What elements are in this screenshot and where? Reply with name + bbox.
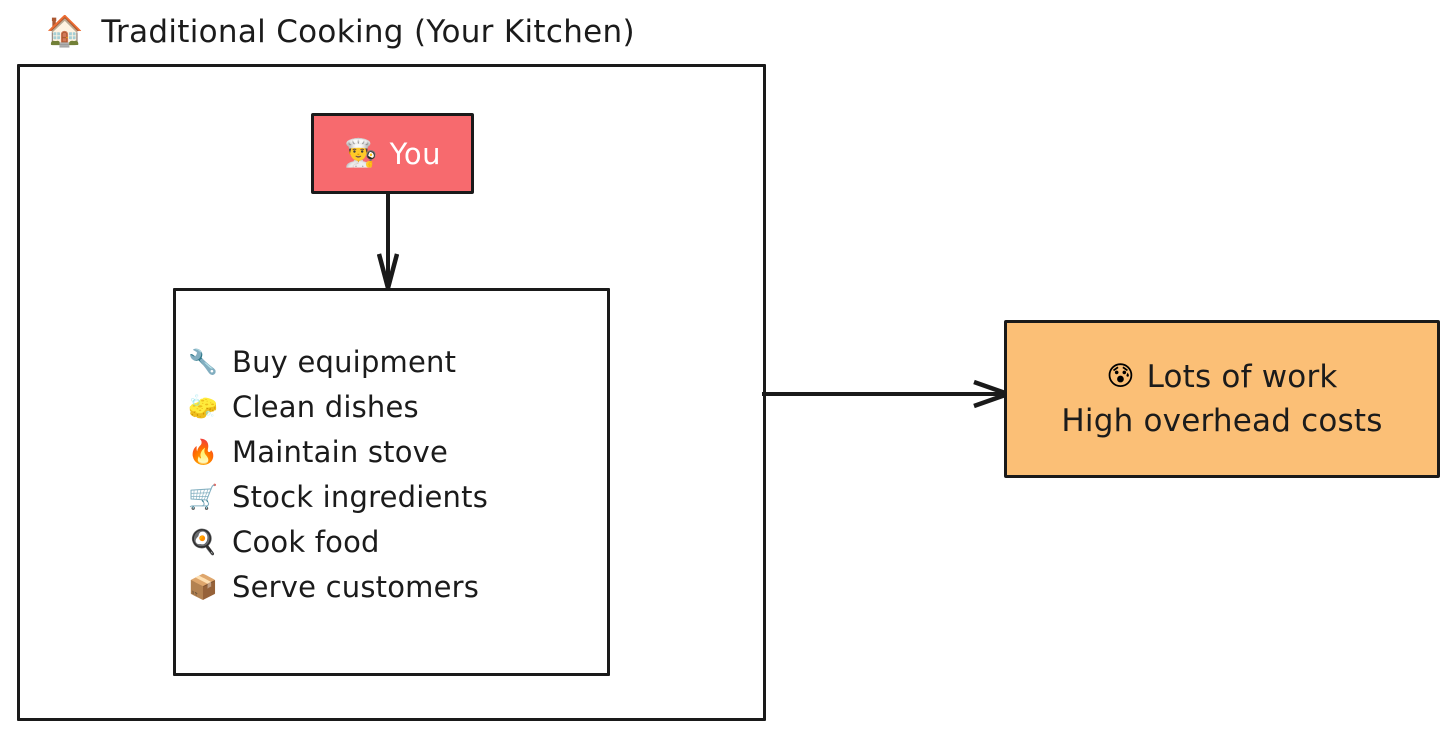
- anxious-face-with-sweat-icon: 😰: [1106, 361, 1135, 393]
- task-label: Stock ingredients: [232, 479, 489, 514]
- task-row: 📦 Serve customers: [188, 564, 601, 609]
- task-row: 🧽 Clean dishes: [188, 384, 601, 429]
- task-label: Cook food: [232, 524, 380, 559]
- task-row: 🍳 Cook food: [188, 519, 601, 564]
- task-row: 🔧 Buy equipment: [188, 339, 601, 384]
- task-row: 🛒 Stock ingredients: [188, 474, 601, 519]
- cooking-pan-icon: 🍳: [188, 527, 218, 556]
- tasks-box: 🔧 Buy equipment 🧽 Clean dishes 🔥 Maintai…: [173, 288, 610, 676]
- chef-icon: 👨‍🍳: [343, 138, 378, 169]
- fire-icon: 🔥: [188, 437, 218, 466]
- you-node[interactable]: 👨‍🍳 You: [311, 113, 474, 194]
- outcome-text-primary: Lots of work: [1146, 358, 1338, 395]
- outcome-line-1: 😰 Lots of work: [1106, 355, 1337, 399]
- task-label: Maintain stove: [232, 434, 449, 469]
- arrow-kitchen-to-outcome: [762, 379, 1012, 409]
- you-node-label: You: [389, 136, 442, 171]
- wrench-icon: 🔧: [188, 347, 218, 376]
- diagram-title-text: Traditional Cooking (Your Kitchen): [101, 14, 635, 50]
- task-list: 🔧 Buy equipment 🧽 Clean dishes 🔥 Maintai…: [188, 339, 601, 609]
- outcome-text-secondary: High overhead costs: [1061, 403, 1383, 439]
- diagram-title: 🏠 Traditional Cooking (Your Kitchen): [46, 14, 635, 50]
- outcome-line-2: High overhead costs: [1061, 399, 1382, 443]
- task-label: Clean dishes: [232, 389, 419, 424]
- task-label: Serve customers: [232, 569, 480, 604]
- arrow-you-to-tasks: [377, 194, 399, 290]
- house-icon: 🏠: [46, 14, 84, 49]
- task-row: 🔥 Maintain stove: [188, 429, 601, 474]
- shopping-cart-icon: 🛒: [188, 482, 218, 511]
- sponge-icon: 🧽: [188, 392, 218, 421]
- outcome-box: 😰 Lots of work High overhead costs: [1004, 320, 1440, 478]
- package-icon: 📦: [188, 572, 218, 601]
- task-label: Buy equipment: [232, 344, 457, 379]
